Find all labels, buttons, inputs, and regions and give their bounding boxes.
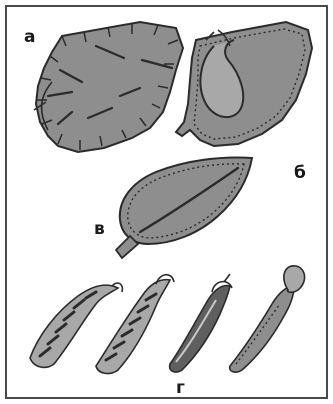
panel-label-b: б [294, 163, 306, 183]
panel-label-g: г [176, 378, 185, 398]
panel-label-a: а [24, 27, 35, 47]
panel-label-v: в [94, 219, 105, 239]
